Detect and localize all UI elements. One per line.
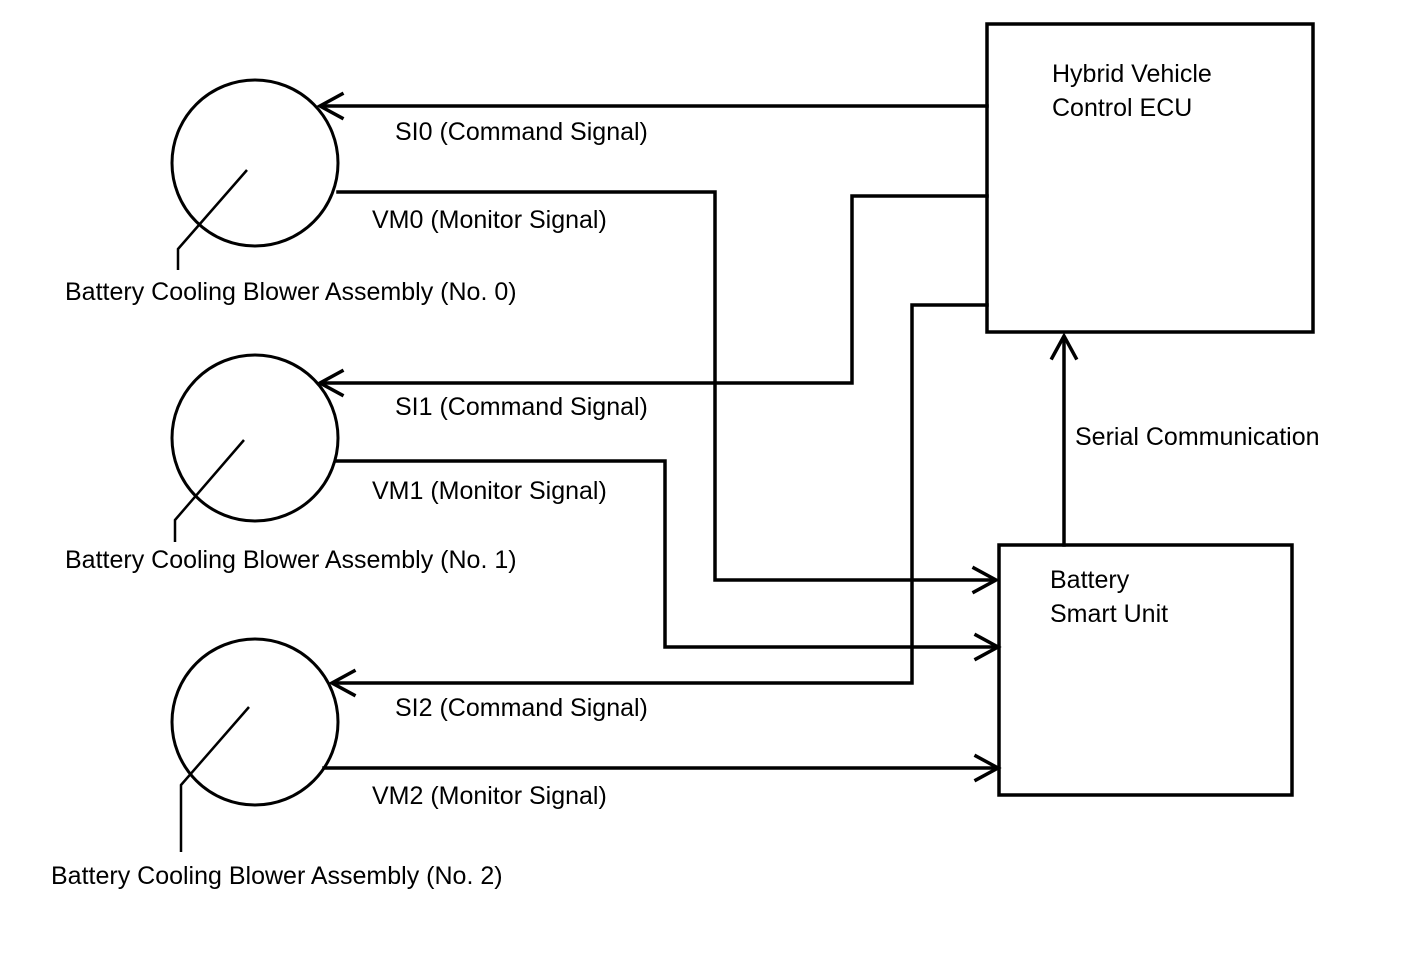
blower-assembly-2: Battery Cooling Blower Assembly (No. 2) <box>51 637 503 890</box>
smart-unit-label-line2: Smart Unit <box>1050 600 1168 628</box>
serial-communication-label: Serial Communication <box>1075 423 1320 451</box>
si1-arrowhead <box>316 368 345 398</box>
si0-arrowhead <box>316 91 345 121</box>
blower-0-leader-line <box>176 169 248 270</box>
vm1-arrowhead <box>973 632 1002 662</box>
blower-assembly-1: Battery Cooling Blower Assembly (No. 1) <box>65 353 517 574</box>
blower-2-label: Battery Cooling Blower Assembly (No. 2) <box>51 862 503 890</box>
si0-command-signal-line: SI0 (Command Signal) <box>316 91 989 146</box>
si0-label: SI0 (Command Signal) <box>395 118 648 146</box>
vm2-monitor-signal-line: VM2 (Monitor Signal) <box>322 753 1002 810</box>
battery-smart-unit: Battery Smart Unit <box>997 543 1294 797</box>
blower-1-label: Battery Cooling Blower Assembly (No. 1) <box>65 546 517 574</box>
blower-1-circle <box>170 353 340 523</box>
smart-unit-label-line1: Battery <box>1050 566 1130 594</box>
ecu-label-line2: Control ECU <box>1052 94 1192 122</box>
ecu-label-line1: Hybrid Vehicle <box>1052 60 1212 88</box>
si2-label: SI2 (Command Signal) <box>395 694 648 722</box>
si2-command-signal-line: SI2 (Command Signal) <box>328 303 989 722</box>
vm0-monitor-signal-line: VM0 (Monitor Signal) <box>336 190 1000 595</box>
blower-0-label: Battery Cooling Blower Assembly (No. 0) <box>65 278 517 306</box>
blower-0-circle <box>170 78 340 248</box>
si1-command-signal-line: SI1 (Command Signal) <box>316 194 989 421</box>
vm2-label: VM2 (Monitor Signal) <box>372 782 607 810</box>
blower-2-circle <box>170 637 340 807</box>
serial-arrowhead <box>1049 332 1079 361</box>
vm2-arrowhead <box>973 753 1002 783</box>
vm1-monitor-signal-line: VM1 (Monitor Signal) <box>334 459 1002 662</box>
blower-assembly-0: Battery Cooling Blower Assembly (No. 0) <box>65 78 517 306</box>
vm1-label: VM1 (Monitor Signal) <box>372 477 607 505</box>
blower-2-leader-line <box>179 706 250 852</box>
vm0-label: VM0 (Monitor Signal) <box>372 206 607 234</box>
si1-label: SI1 (Command Signal) <box>395 393 648 421</box>
blower-1-leader-line <box>173 439 245 542</box>
vm0-arrowhead <box>971 565 1000 595</box>
serial-communication-line: Serial Communication <box>1049 332 1320 547</box>
si2-arrowhead <box>328 668 357 698</box>
hybrid-vehicle-control-ecu: Hybrid Vehicle Control ECU <box>985 22 1315 334</box>
